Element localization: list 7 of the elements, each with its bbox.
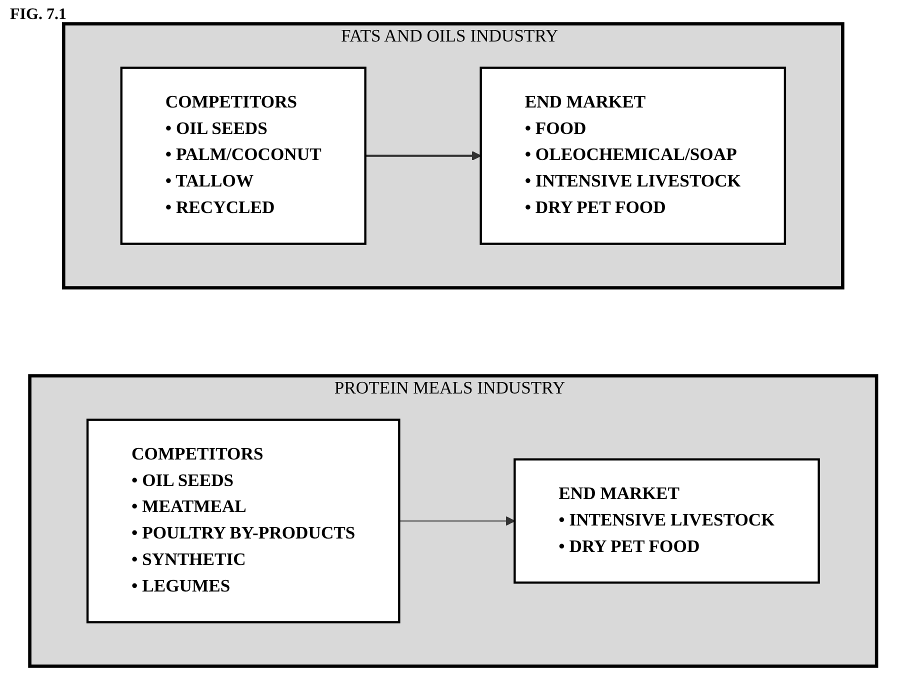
node-box: END MARKET • INTENSIVE LIVESTOCK • DRY PET FOOD bbox=[514, 458, 820, 584]
arrow bbox=[366, 150, 482, 160]
node-box: COMPETITORS • OIL SEEDS • MEATMEAL • POULTRY BY-PRODUCTS • SYNTHETIC • LEGUMES bbox=[86, 418, 401, 623]
node-box: COMPETITORS • OIL SEEDS • PALM/COCONUT • TALLOW • RECYCLED bbox=[120, 66, 367, 244]
figure-number: FIG. 7.1 bbox=[10, 6, 66, 24]
arrow bbox=[400, 516, 516, 526]
node-box: END MARKET • FOOD • OLEOCHEMICAL/SOAP • INTENSIVE LIVESTOCK • DRY PET FOOD bbox=[480, 66, 786, 244]
